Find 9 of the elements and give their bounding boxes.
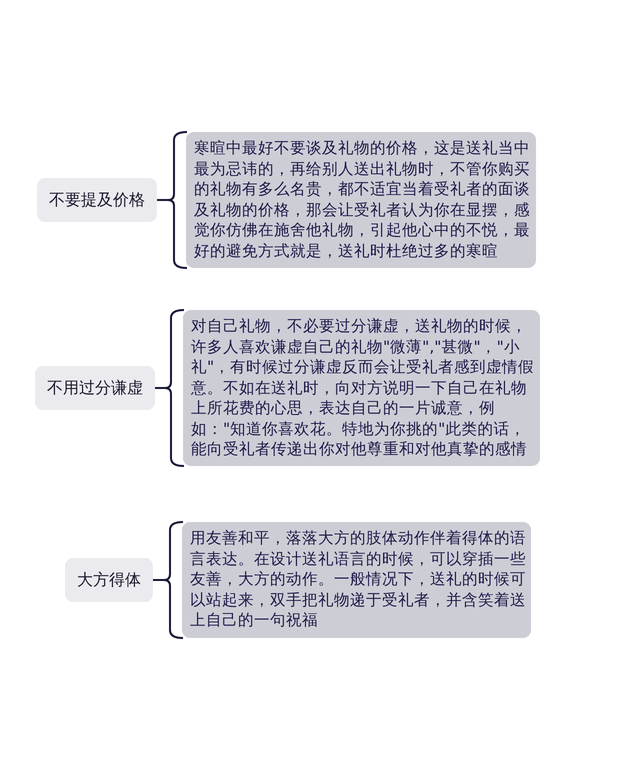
brace-connector bbox=[151, 521, 184, 639]
detail-box: 用友善和平，落落大方的肢体动作伴着得体的语言表达。在设计送礼语言的时候，可以穿插一些友善，大方的动作。一般情况下，送礼的时候可以站起来，双手把礼物递于受礼者，并含笑着送上自己的一句祝福 bbox=[182, 522, 531, 638]
detail-box: 寒暄中最好不要谈及礼物的价格，这是送礼当中最为忌讳的，再给别人送出礼物时，不管你购买的礼物有多么名贵，都不适宜当着受礼者的面谈及礼物的价格，那会让受礼者认为你在显摆，感觉你仿佛在施舍他礼物，引起他心中的不悦，最好的避免方式就是，送礼时杜绝过多的寒暄 bbox=[186, 132, 536, 268]
brace-connector bbox=[155, 131, 188, 269]
topic-box: 不用过分谦虚 bbox=[35, 366, 155, 410]
topic-box: 大方得体 bbox=[65, 558, 153, 602]
detail-box: 对自己礼物，不必要过分谦虚，送礼物的时候，许多人喜欢谦虚自己的礼物"微薄","甚微"，"小礼"，有时候过分谦虚反而会让受礼者感到虚情假意。不如在送礼时，向对方说明一下自己在礼物上所花费的心思，表达自己的一片诚意，例如："知道你喜欢花。特地为你挑的"此类的话，能向受礼者传递出你对他尊重和对他真挚的感情 bbox=[183, 310, 540, 466]
brace-connector bbox=[153, 309, 185, 467]
topic-box: 不要提及价格 bbox=[37, 178, 157, 222]
